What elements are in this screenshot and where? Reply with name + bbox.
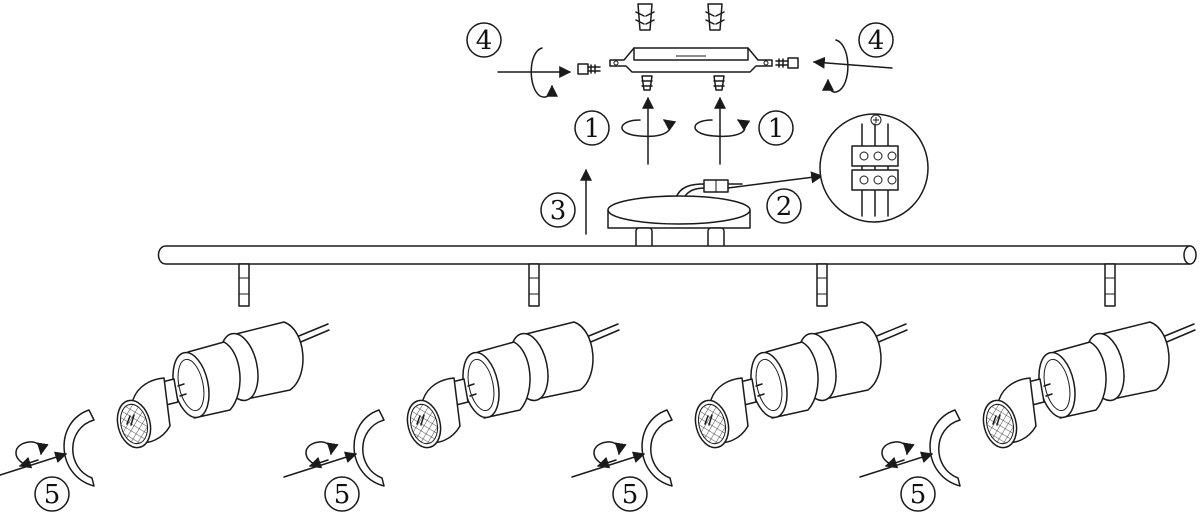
svg-text:4: 4: [868, 26, 885, 56]
svg-text:1: 1: [584, 114, 601, 144]
mount-screw-right-icon: [713, 75, 725, 91]
side-screw-left-icon: [577, 63, 601, 75]
ground-icon: [870, 114, 882, 126]
wiring-detail: [819, 113, 929, 223]
step-badge-5-spot3: 5: [612, 476, 648, 512]
spotlight-3: [572, 264, 907, 486]
mounting-bracket: [609, 47, 773, 73]
step-badge-4-left: 4: [466, 22, 502, 58]
arrow-step4-right: [812, 56, 893, 69]
step-badge-1-left: 1: [574, 110, 610, 146]
rotate-step1-left-icon: [621, 119, 677, 138]
svg-text:5: 5: [622, 480, 639, 510]
wall-plug-left-icon: [635, 3, 655, 31]
svg-text:5: 5: [910, 480, 927, 510]
svg-text:3: 3: [550, 196, 567, 226]
mount-screw-left-icon: [641, 75, 653, 91]
spotlight-2: [284, 264, 619, 486]
spotlight-1: [0, 264, 329, 486]
svg-text:5: 5: [44, 480, 61, 510]
svg-text:4: 4: [476, 26, 493, 56]
step-badge-5-spot2: 5: [324, 476, 360, 512]
step-badge-2: 2: [766, 188, 802, 224]
step-badge-5-spot4: 5: [900, 476, 936, 512]
svg-text:5: 5: [334, 480, 351, 510]
svg-text:1: 1: [768, 114, 785, 144]
rotate-step4-left-icon: [530, 47, 558, 98]
step-badge-1-right: 1: [758, 110, 794, 146]
wall-plug-right-icon: [705, 3, 725, 31]
svg-text:2: 2: [776, 192, 793, 222]
rotate-step1-right-icon: [694, 119, 751, 138]
rotate-step4-right-icon: [822, 39, 849, 93]
step-badge-4-right: 4: [858, 22, 894, 58]
spotlight-4: [860, 264, 1195, 486]
step-badge-5-spot1: 5: [34, 476, 70, 512]
main-bar: [157, 245, 1197, 265]
step-badge-3: 3: [540, 192, 576, 228]
side-screw-right-icon: [775, 57, 799, 69]
